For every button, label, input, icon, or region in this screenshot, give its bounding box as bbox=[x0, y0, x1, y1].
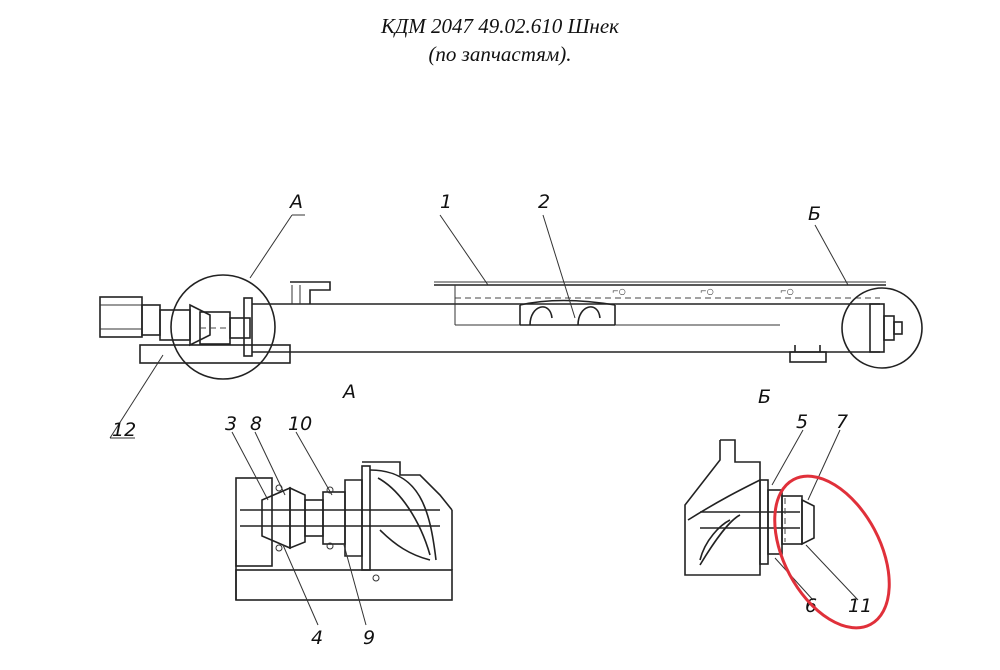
drawing-subtitle: (по запчастям). bbox=[428, 42, 572, 66]
leader-a bbox=[249, 214, 293, 279]
callout-9: 9 bbox=[363, 627, 375, 649]
callout-5: 5 bbox=[796, 411, 808, 433]
callout-8: 8 bbox=[250, 413, 262, 435]
callout-4: 4 bbox=[311, 627, 323, 649]
svg-text:⌐○: ⌐○ bbox=[780, 287, 794, 296]
drive-base-frame bbox=[139, 344, 291, 364]
screw-flights bbox=[519, 299, 616, 326]
view-a-label: А bbox=[288, 191, 303, 213]
highlight-ellipse bbox=[773, 474, 891, 630]
detail-b-drawing bbox=[684, 429, 859, 601]
leader-12 bbox=[109, 354, 164, 439]
motor-body bbox=[99, 296, 143, 338]
detail-b-title: Б bbox=[758, 386, 771, 408]
leader-2 bbox=[542, 214, 576, 319]
callout-1: 1 bbox=[440, 191, 452, 213]
callout-2: 2 bbox=[538, 191, 550, 213]
callout-11: 11 bbox=[848, 595, 872, 617]
leader-1 bbox=[439, 214, 489, 286]
callout-7: 7 bbox=[836, 411, 848, 433]
leader-b bbox=[814, 224, 849, 286]
view-b-label: Б bbox=[808, 203, 821, 225]
main-auger-view: ⌐○ ⌐○ ⌐○ bbox=[99, 214, 923, 439]
detail-a-drawing bbox=[231, 431, 453, 626]
callout-3: 3 bbox=[225, 413, 237, 435]
detail-circle-a bbox=[170, 274, 276, 380]
drawing-title: КДМ 2047 49.02.610 Шнек bbox=[380, 14, 619, 38]
callout-10: 10 bbox=[288, 413, 312, 435]
svg-text:⌐○: ⌐○ bbox=[612, 287, 626, 296]
detail-a-title: А bbox=[341, 381, 356, 403]
svg-text:⌐○: ⌐○ bbox=[700, 287, 714, 296]
detail-circle-b bbox=[841, 287, 923, 369]
callout-12: 12 bbox=[112, 419, 136, 441]
